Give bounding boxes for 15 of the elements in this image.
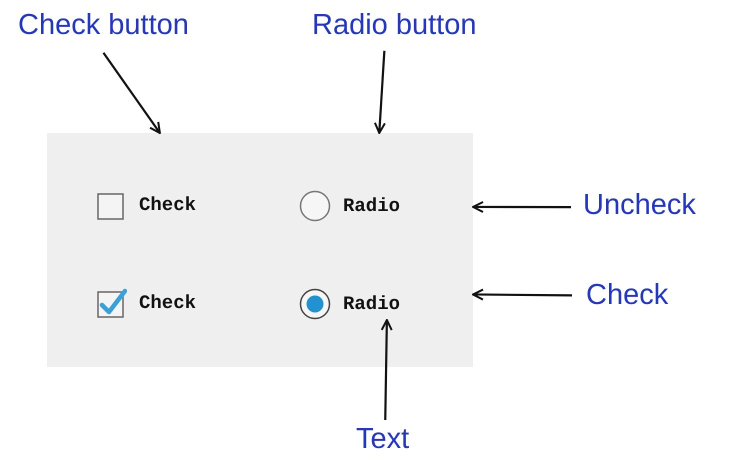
panel-background	[47, 133, 473, 367]
arrow	[102, 52, 161, 134]
callout-label: Uncheck	[583, 188, 696, 223]
checkbox-option: Check	[97, 288, 196, 318]
callout-label: Text	[356, 422, 410, 457]
callout-label: Radio button	[312, 8, 476, 43]
radio-option: Radio	[299, 190, 400, 222]
arrow	[380, 319, 393, 420]
checkbox-option: Check	[97, 190, 196, 220]
callout-label: Check button	[18, 8, 189, 43]
arrow	[472, 200, 571, 213]
radio-option: Radio	[299, 288, 400, 320]
callout-label: Check	[586, 278, 668, 313]
arrow	[472, 288, 572, 301]
arrow	[374, 50, 386, 134]
